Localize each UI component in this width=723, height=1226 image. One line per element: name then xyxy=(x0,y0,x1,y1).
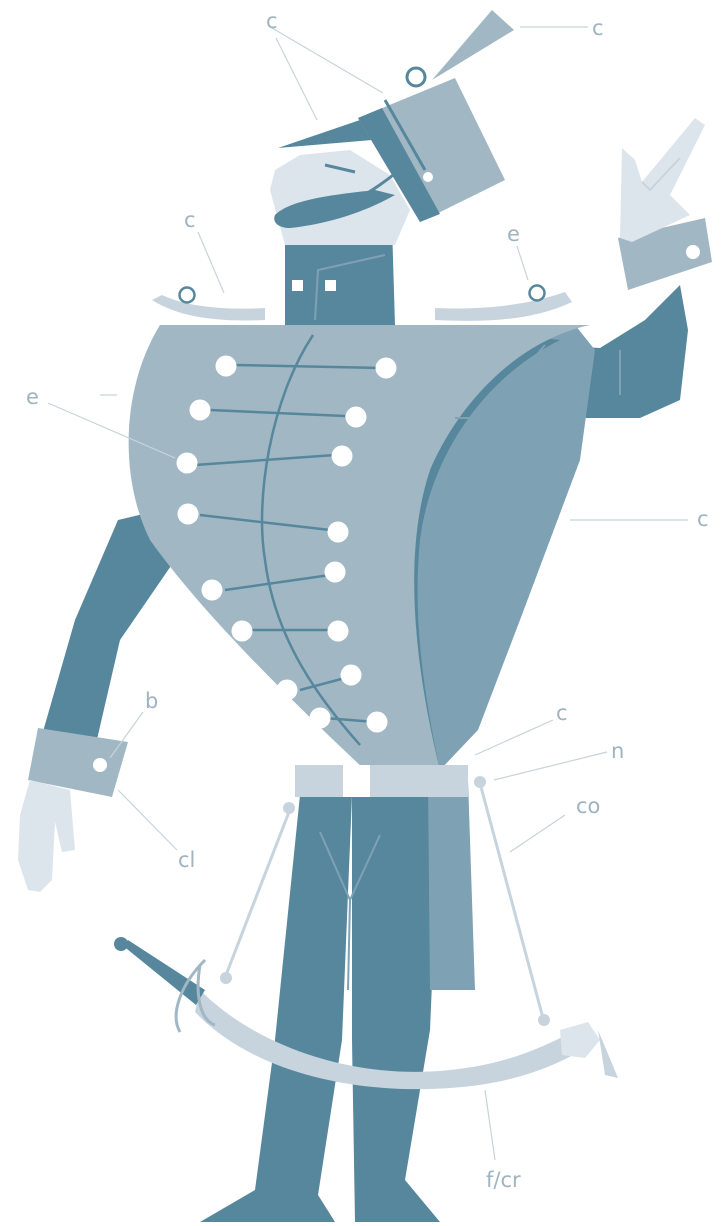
plume xyxy=(432,10,514,80)
belt-ring-icon xyxy=(474,776,486,788)
label-cuff: b xyxy=(145,689,158,713)
strap-ring-icon xyxy=(538,1014,550,1026)
belt-buckle xyxy=(343,765,370,797)
label-belt: c xyxy=(556,701,568,725)
label-plume: c xyxy=(266,9,278,33)
coat-tail xyxy=(428,780,475,990)
left-epaulette xyxy=(152,295,265,320)
hat-peak xyxy=(278,120,372,148)
cuff-button-icon xyxy=(93,758,107,772)
label-hat: c xyxy=(592,16,604,40)
legs xyxy=(200,780,475,1222)
left-glove xyxy=(18,780,75,892)
epaulette-ring-icon xyxy=(530,286,545,301)
saber-strap xyxy=(481,787,543,1018)
right-epaulette xyxy=(435,292,572,321)
label-epaulette-right: e xyxy=(507,222,520,246)
label-strap: co xyxy=(576,794,600,818)
scabbard-chape xyxy=(598,1030,618,1078)
right-leg xyxy=(352,795,440,1222)
saber-pommel-icon xyxy=(114,937,128,951)
sash-belt xyxy=(295,765,468,797)
plume-ring-icon xyxy=(407,68,425,86)
cuff-button-icon xyxy=(686,245,700,259)
label-chest: e xyxy=(26,385,39,409)
label-saber: f/cr xyxy=(486,1168,521,1192)
scabbard-tip xyxy=(560,1022,600,1058)
label-pelisse: c xyxy=(697,507,709,531)
strap-ring-icon xyxy=(220,972,232,984)
label-belt-ring: n xyxy=(611,739,624,763)
collar-patch xyxy=(325,280,336,291)
collar-patch xyxy=(292,280,303,291)
epaulette-ring-icon xyxy=(180,288,195,303)
saber-strap xyxy=(226,812,289,975)
left-leg xyxy=(200,795,352,1222)
label-glove: cl xyxy=(178,848,195,872)
cockade-icon xyxy=(423,172,433,182)
torso xyxy=(129,325,620,770)
label-epaulette-left: c xyxy=(184,208,196,232)
